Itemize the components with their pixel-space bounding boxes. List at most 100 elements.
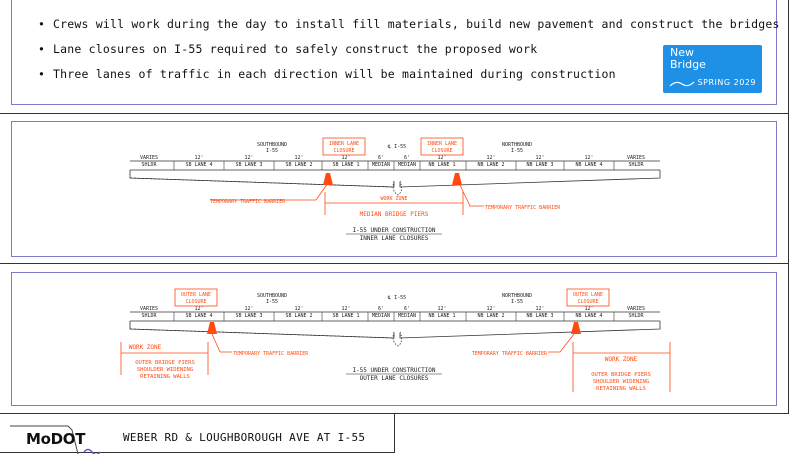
lane-label: NB LANE 1 xyxy=(428,162,455,168)
lane-label: NB LANE 4 xyxy=(575,313,602,319)
traffic-barrier-icon xyxy=(207,322,217,334)
width-label: 12' xyxy=(486,306,495,312)
diagram-caption-subtitle: OUTER LANE CLOSURES xyxy=(360,375,429,382)
lane-label: NB LANE 4 xyxy=(575,162,602,168)
width-label: VARIES xyxy=(140,306,158,312)
lane-label: NB LANE 3 xyxy=(526,162,553,168)
lane-label: SB LANE 2 xyxy=(285,162,312,168)
note-bullet: Crews will work during the day to instal… xyxy=(38,16,780,41)
width-label: 12' xyxy=(244,155,253,161)
work-zone-label: WORK ZONE xyxy=(129,344,162,351)
closure-label-line-1: INNER LANE xyxy=(427,141,457,147)
closure-label-line-1: OUTER LANE xyxy=(181,292,211,298)
lane-label: SB LANE 3 xyxy=(235,162,262,168)
closure-label-line-2: CLOSURE xyxy=(185,299,206,305)
notes-list: Crews will work during the day to instal… xyxy=(38,16,780,91)
lane-label: SB LANE 3 xyxy=(235,313,262,319)
route-label-nb: I-55 xyxy=(511,148,523,154)
lane-label: SB LANE 1 xyxy=(332,313,359,319)
lane-label: NB LANE 3 xyxy=(526,313,553,319)
lane-label: MEDIAN xyxy=(398,313,416,319)
width-label: 12' xyxy=(584,155,593,161)
width-label: 12' xyxy=(194,306,203,312)
closure-label-line-1: INNER LANE xyxy=(329,141,359,147)
lane-label: SHLDR xyxy=(628,313,644,319)
width-label: 12' xyxy=(294,155,303,161)
work-description-label: SHOULDER WIDENING xyxy=(137,367,193,373)
barrier-label: TEMPORARY TRAFFIC BARRIER xyxy=(233,351,309,357)
width-label: VARIES xyxy=(627,155,645,161)
lane-label: NB LANE 1 xyxy=(428,313,455,319)
new-bridge-badge: New Bridge SPRING 2029 xyxy=(663,45,762,93)
width-label: 12' xyxy=(437,155,446,161)
traffic-barrier-icon xyxy=(452,173,462,185)
note-bullet: Three lanes of traffic in each direction… xyxy=(38,66,780,91)
centerline-label: ℄ I-55 xyxy=(387,144,406,150)
work-description-label: RETAINING WALLS xyxy=(140,374,190,380)
diagram-caption-title: I-55 UNDER CONSTRUCTION xyxy=(352,367,435,374)
lane-label: MEDIAN xyxy=(372,313,390,319)
width-label: 6' xyxy=(404,155,410,161)
project-title: WEBER RD & LOUGHBOROUGH AVE AT I-55 xyxy=(123,431,366,444)
width-label: 12' xyxy=(341,306,350,312)
width-label: VARIES xyxy=(140,155,158,161)
width-label: 6' xyxy=(378,155,384,161)
closure-label-line-2: CLOSURE xyxy=(333,148,354,154)
lane-label: NB LANE 2 xyxy=(477,313,504,319)
width-label: 12' xyxy=(535,306,544,312)
lane-label: SB LANE 4 xyxy=(185,313,212,319)
route-label-sb: I-55 xyxy=(266,148,278,154)
width-label: 12' xyxy=(437,306,446,312)
direction-label-nb: NORTHBOUND xyxy=(502,293,532,299)
direction-label-sb: SOUTHBOUND xyxy=(257,293,287,299)
width-label: 6' xyxy=(378,306,384,312)
width-label: 12' xyxy=(244,306,253,312)
traffic-barrier-icon xyxy=(323,173,333,185)
barrier-label: TEMPORARY TRAFFIC BARRIER xyxy=(210,199,286,205)
route-label-nb: I-55 xyxy=(511,299,523,305)
lane-label: NB LANE 2 xyxy=(477,162,504,168)
work-description-label: OUTER BRIDGE PIERS xyxy=(135,360,195,366)
width-label: 12' xyxy=(584,306,593,312)
closure-label-line-2: CLOSURE xyxy=(431,148,452,154)
panel-2-frame xyxy=(11,272,777,406)
work-zone-label: WORK ZONE xyxy=(380,196,407,202)
diagram-caption-subtitle: INNER LANE CLOSURES xyxy=(360,235,429,242)
diagram-caption-title: I-55 UNDER CONSTRUCTION xyxy=(352,227,435,234)
outer-lane-closure-diagram: SOUTHBOUND I-55 NORTHBOUND I-55 ℄ I-55 V… xyxy=(120,288,671,392)
panel-1-frame xyxy=(11,121,777,257)
lane-label: SHLDR xyxy=(141,162,157,168)
barrier-label: TEMPORARY TRAFFIC BARRIER xyxy=(472,351,548,357)
work-zone-label: WORK ZONE xyxy=(605,356,638,363)
width-label: 6' xyxy=(404,306,410,312)
route-label-sb: I-55 xyxy=(266,299,278,305)
modot-logo: MoDOT xyxy=(26,430,86,448)
lane-label: SB LANE 4 xyxy=(185,162,212,168)
lane-label: SHLDR xyxy=(628,162,644,168)
centerline-label: ℄ I-55 xyxy=(387,295,406,301)
work-description-label: SHOULDER WIDENING xyxy=(593,379,649,385)
badge-line-2: Bridge xyxy=(670,58,706,71)
closure-label-line-2: CLOSURE xyxy=(577,299,598,305)
inner-lane-closure-diagram: SOUTHBOUND I-55 NORTHBOUND I-55 ℄ I-55 V… xyxy=(129,137,661,242)
badge-line-1: New xyxy=(670,46,694,59)
note-bullet: Lane closures on I-55 required to safely… xyxy=(38,41,780,66)
work-description-label: MEDIAN BRIDGE PIERS xyxy=(360,211,429,218)
width-label: 12' xyxy=(486,155,495,161)
width-label: 12' xyxy=(194,155,203,161)
lane-label: MEDIAN xyxy=(398,162,416,168)
width-label: VARIES xyxy=(627,306,645,312)
barrier-label: TEMPORARY TRAFFIC BARRIER xyxy=(485,205,561,211)
badge-date: SPRING 2029 xyxy=(697,78,756,87)
lane-label: SB LANE 1 xyxy=(332,162,359,168)
lane-label: MEDIAN xyxy=(372,162,390,168)
modot-mini-logo-icon xyxy=(669,81,695,87)
work-description-label: OUTER BRIDGE PIERS xyxy=(591,372,651,378)
lane-label: SB LANE 2 xyxy=(285,313,312,319)
direction-label-sb: SOUTHBOUND xyxy=(257,142,287,148)
work-description-label: RETAINING WALLS xyxy=(596,386,646,392)
lane-label: SHLDR xyxy=(141,313,157,319)
closure-label-line-1: OUTER LANE xyxy=(573,292,603,298)
width-label: 12' xyxy=(294,306,303,312)
width-label: 12' xyxy=(341,155,350,161)
